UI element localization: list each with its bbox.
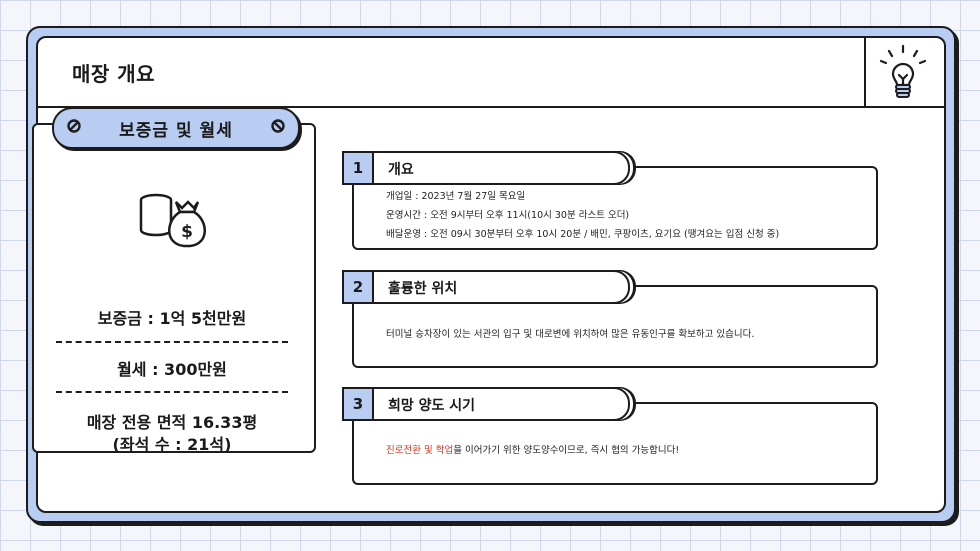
header-bar: 매장 개요: [38, 38, 944, 108]
section-title: 훌륭한 위치: [388, 281, 458, 297]
transfer-text: 진로전환 및 학업을 이어가기 위한 양도양수이므로, 즉시 협의 가능합니다!: [386, 442, 679, 456]
area-text: 매장 전용 면적 16.33평: [86, 413, 258, 432]
highlight-text: 진로전환 및 학업: [386, 445, 454, 456]
pill-label: 보증금 및 월세: [119, 120, 233, 141]
dashed-divider: [56, 341, 288, 343]
deposit-text: 보증금 : 1억 5천만원: [97, 309, 247, 328]
deposit-rent-pill: 보증금 및 월세: [52, 107, 300, 149]
no-entry-icon: [271, 119, 285, 133]
section-title: 개요: [388, 162, 414, 178]
section-number: 1: [344, 153, 374, 183]
rent-text: 월세 : 300만원: [117, 360, 227, 379]
transfer-rest-text: 을 이어가기 위한 양도양수이므로, 즉시 협의 가능합니다!: [453, 445, 680, 456]
section-number: 2: [344, 272, 374, 302]
section-number: 3: [344, 389, 374, 419]
hours-text: 운영시간 : 오전 9시부터 오후 11시(10시 30분 라스트 오더): [386, 210, 630, 221]
header-divider: [864, 38, 866, 106]
delivery-text: 배달운영 : 오전 09시 30분부터 오후 10시 20분 / 배민, 쿠팡이…: [386, 229, 780, 240]
money-bag-icon: $: [139, 193, 206, 248]
opening-date-text: 개업일 : 2023년 7월 27일 목요일: [386, 191, 526, 202]
no-entry-icon: [67, 119, 81, 133]
deposit-rent-card: [32, 123, 316, 453]
dashed-divider: [56, 391, 288, 393]
lightbulb-icon: [879, 44, 927, 98]
section-overview-tab: 1 개요: [342, 151, 630, 185]
section-transfer-tab: 3 희망 양도 시기: [342, 387, 630, 421]
svg-text:$: $: [181, 222, 193, 242]
page-title: 매장 개요: [72, 62, 156, 86]
section-title: 희망 양도 시기: [388, 398, 476, 414]
location-text: 터미널 승차장이 있는 서관의 입구 및 대로변에 위치하여 많은 유동인구를 …: [386, 329, 755, 340]
section-location-tab: 2 훌륭한 위치: [342, 270, 630, 304]
seats-text: (좌석 수 : 21석): [112, 435, 232, 454]
